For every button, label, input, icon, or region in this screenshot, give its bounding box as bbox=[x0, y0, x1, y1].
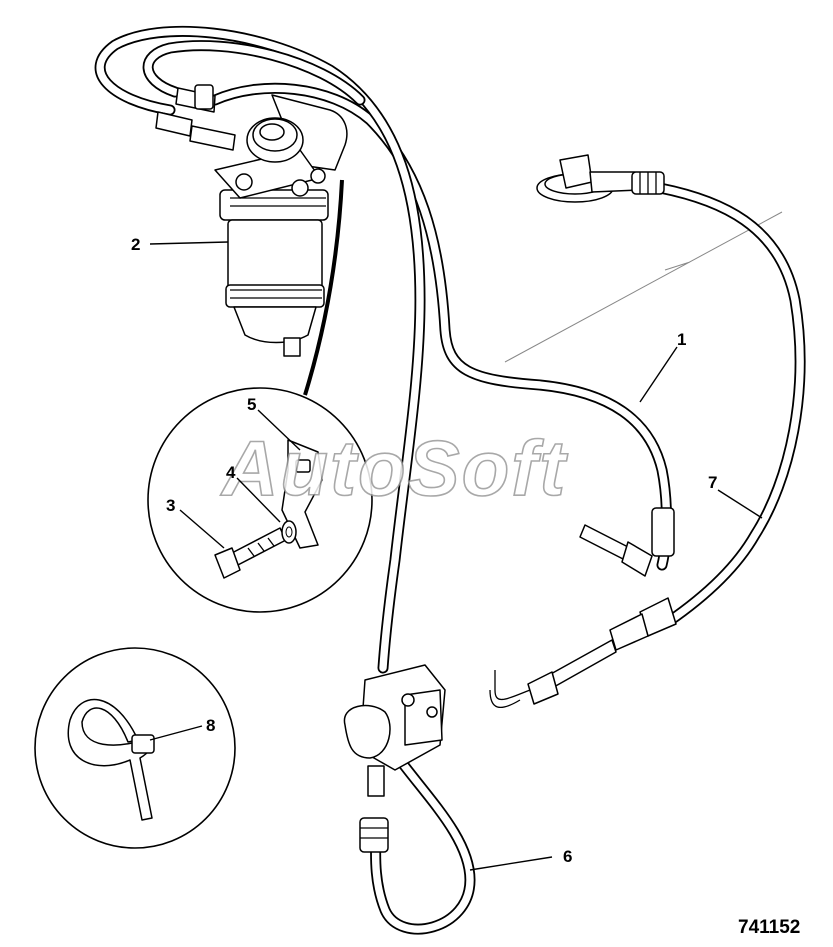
fuel-hose-6 bbox=[370, 754, 476, 935]
callout-8: 8 bbox=[206, 716, 215, 735]
cable-tie-detail-view bbox=[34, 647, 236, 849]
chassis-edge-line bbox=[504, 211, 783, 363]
filter-return-hoses bbox=[94, 25, 426, 674]
callout-7: 7 bbox=[708, 473, 717, 492]
lift-pump bbox=[343, 664, 446, 853]
callout-5: 5 bbox=[247, 395, 256, 414]
leader-lines bbox=[149, 241, 763, 871]
fuel-hose-1 bbox=[209, 82, 672, 571]
fuel-filter bbox=[155, 84, 348, 357]
hose-1-end-fitting bbox=[579, 507, 675, 577]
hose-7-end-fitting bbox=[489, 597, 677, 709]
bracket bbox=[281, 439, 323, 549]
fuel-hose-7 bbox=[654, 182, 806, 628]
drawing-number: 741152 bbox=[738, 917, 800, 938]
sensor-wire bbox=[303, 179, 344, 396]
cable-tie bbox=[67, 698, 153, 821]
callout-4: 4 bbox=[226, 463, 236, 482]
callout-1: 1 bbox=[677, 330, 686, 349]
tank-sender-unit bbox=[536, 154, 665, 203]
callout-2: 2 bbox=[131, 235, 140, 254]
bracket-detail-view bbox=[147, 387, 373, 613]
callout-3: 3 bbox=[166, 496, 175, 515]
callout-6: 6 bbox=[563, 847, 572, 866]
watermark: AutoSoft bbox=[220, 424, 568, 512]
